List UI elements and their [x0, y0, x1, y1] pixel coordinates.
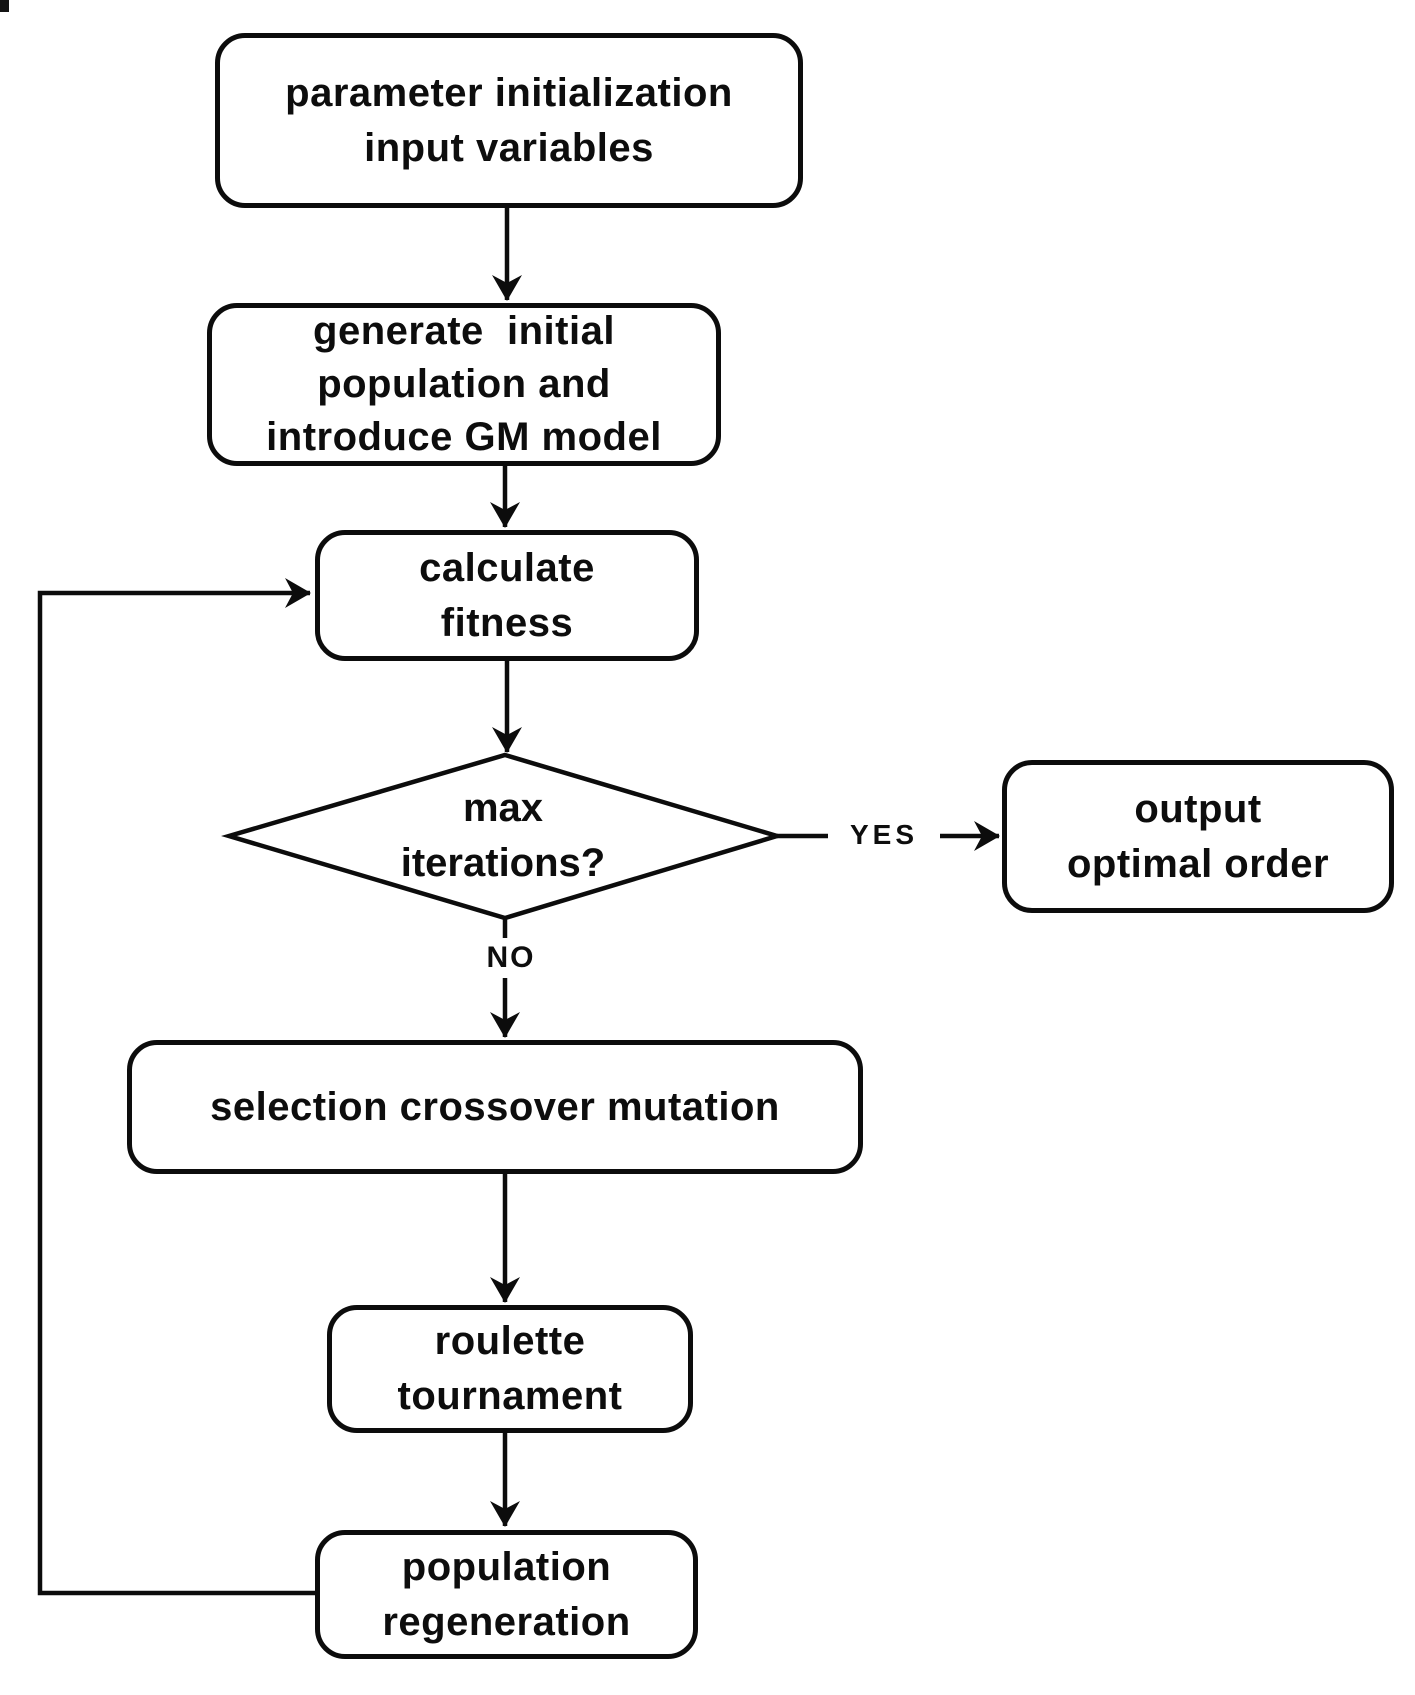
- node-selection-crossover-mutation: selection crossover mutation: [127, 1040, 863, 1174]
- node-text-line: regeneration: [382, 1599, 631, 1644]
- node-population-regeneration: population regeneration: [315, 1530, 698, 1659]
- node-text-line: roulette: [434, 1319, 586, 1363]
- node-text-line: population and: [317, 362, 611, 406]
- node-text-line: introduce GM model: [266, 415, 662, 459]
- scan-artifact: [0, 0, 9, 12]
- edge-label-no: NO: [462, 938, 560, 978]
- node-roulette-tournament: roulette tournament: [327, 1305, 693, 1433]
- node-text-line: max: [462, 786, 544, 830]
- node-text-line: parameter initialization: [285, 70, 733, 115]
- node-text-line: input variables: [364, 125, 654, 170]
- node-calculate-fitness: calculate fitness: [315, 530, 699, 661]
- node-generate-initial-population: generate initial population and introduc…: [207, 303, 721, 466]
- node-text-line: population: [401, 1544, 612, 1589]
- node-text-line: output: [1134, 786, 1262, 831]
- feedback-loop-line: [37, 578, 316, 1596]
- node-text-line: calculate: [419, 545, 595, 590]
- edge-label-yes: YES: [828, 817, 940, 853]
- node-output-optimal-order: output optimal order: [1002, 760, 1394, 913]
- node-text-line: fitness: [440, 600, 574, 645]
- node-text-line: optimal order: [1066, 841, 1330, 886]
- decision-max-iterations: max iterations?: [342, 780, 664, 892]
- node-text-line: tournament: [397, 1374, 623, 1418]
- node-parameter-initialization: parameter initialization input variables: [215, 33, 803, 208]
- node-text-line: generate initial: [313, 309, 615, 353]
- node-text-line: iterations?: [400, 841, 606, 885]
- node-text-line: selection crossover mutation: [210, 1084, 780, 1129]
